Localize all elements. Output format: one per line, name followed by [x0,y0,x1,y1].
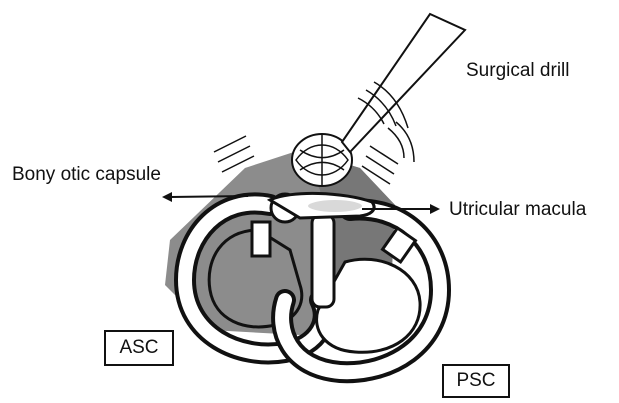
asc-label-box: ASC [104,330,174,366]
utricular-macula-label: Utricular macula [449,200,586,219]
crus-commune [312,215,334,307]
bony-otic-capsule-label: Bony otic capsule [12,165,161,184]
asc-ampulla [252,222,270,256]
surgical-drill-label: Surgical drill [466,61,569,80]
psc-label-box: PSC [442,364,510,398]
utricular-macula-patch [307,199,363,213]
capsule-vibration-marks-left [214,136,254,172]
drill-shaft [342,14,465,152]
